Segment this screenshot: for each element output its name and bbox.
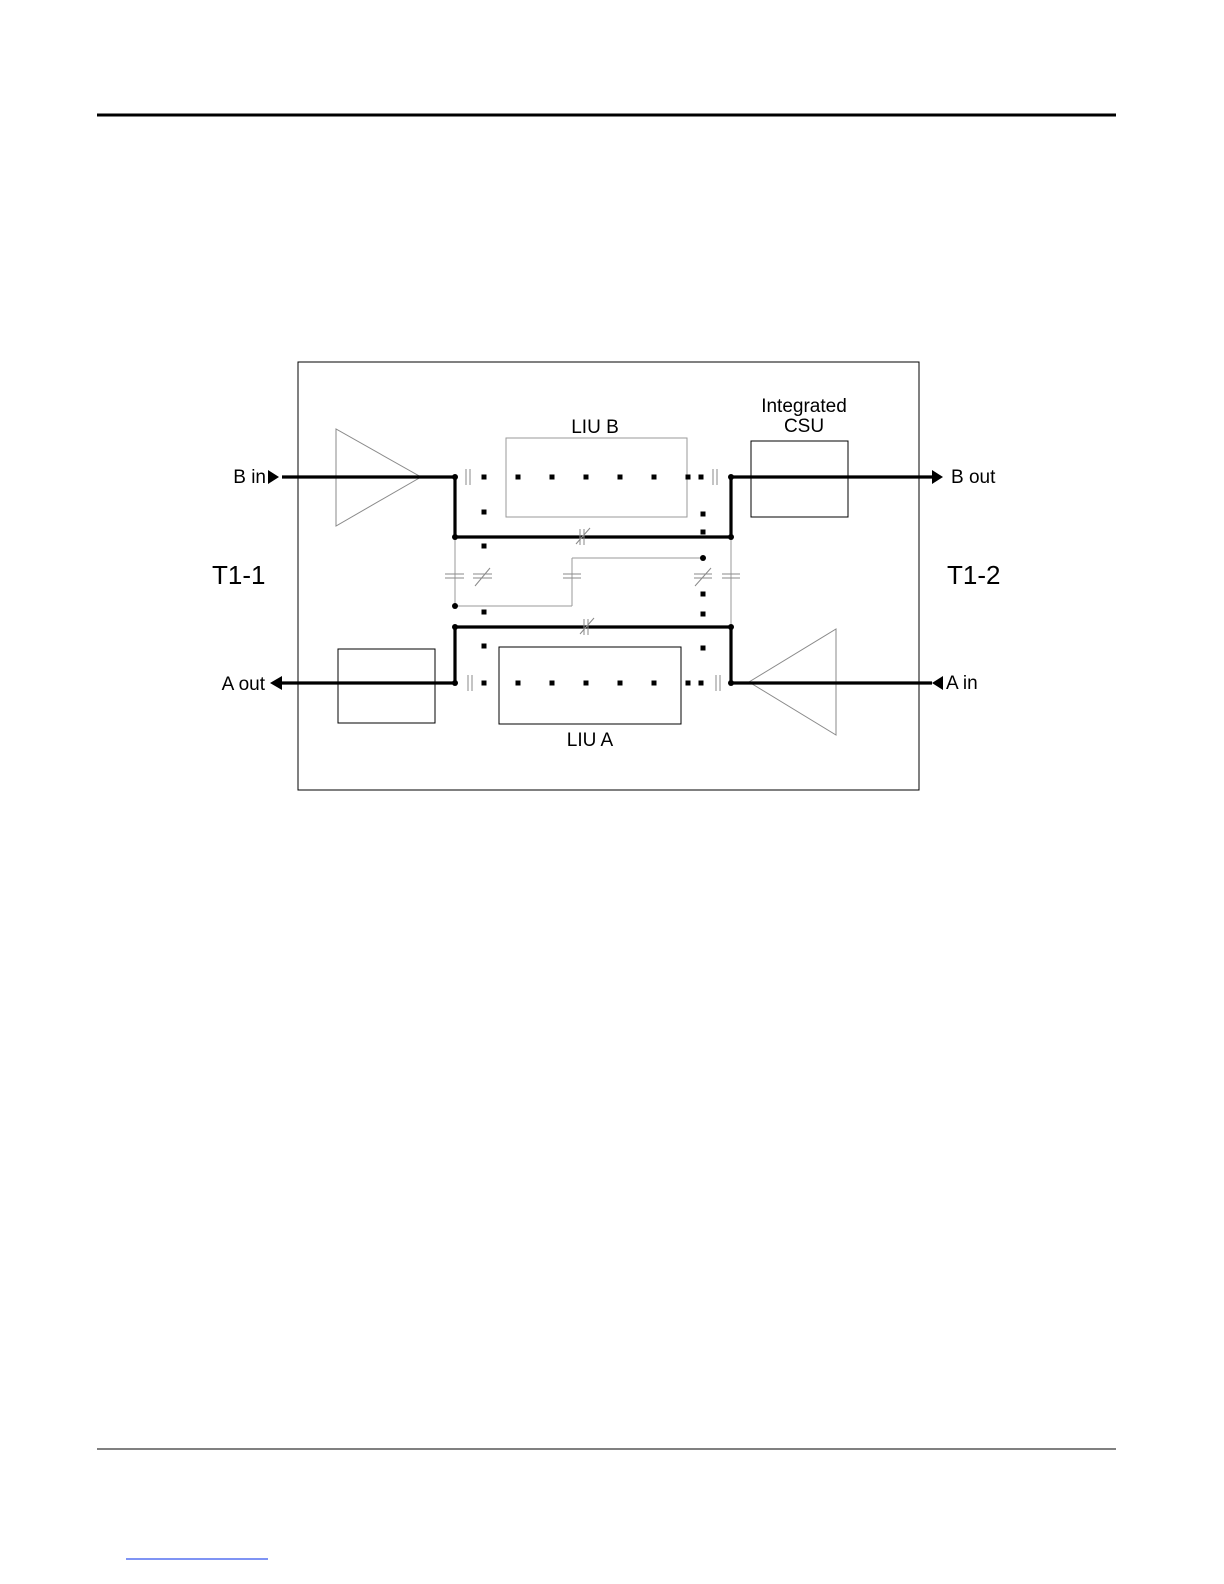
thick-signal-paths xyxy=(282,477,932,683)
csu-label-line1: Integrated xyxy=(761,396,847,417)
connector-dot xyxy=(701,646,706,651)
connector-dot xyxy=(482,544,487,549)
connector-dot xyxy=(482,510,487,515)
t1-1-label: T1-1 xyxy=(212,560,265,590)
connector-dots xyxy=(482,475,706,686)
port-arrows xyxy=(268,470,943,690)
junction-dots xyxy=(452,474,734,686)
integrated-csu-box xyxy=(751,441,848,517)
a-in-arrowhead xyxy=(932,676,943,690)
capacitor-a-right xyxy=(716,675,720,691)
capacitor-vert-left2 xyxy=(473,568,492,586)
connector-dot xyxy=(701,512,706,517)
connector-dot xyxy=(618,475,623,480)
connector-dot xyxy=(584,681,589,686)
liu-b-box xyxy=(506,438,687,517)
capacitor-vert-right xyxy=(694,568,712,586)
connector-dot xyxy=(482,475,487,480)
a-out-label: A out xyxy=(222,674,266,695)
connector-dot xyxy=(550,681,555,686)
b-in-arrowhead xyxy=(268,470,279,484)
connector-dot xyxy=(699,681,704,686)
capacitor-b-left xyxy=(466,469,470,485)
connector-dot xyxy=(701,592,706,597)
liu-b-label: LIU B xyxy=(571,417,619,438)
connector-dot xyxy=(482,681,487,686)
a-out-box xyxy=(338,649,435,723)
connector-dot xyxy=(701,612,706,617)
connector-dot xyxy=(516,475,521,480)
a-out-arrowhead xyxy=(270,676,282,690)
connector-dot xyxy=(516,681,521,686)
connector-dot xyxy=(686,681,691,686)
connector-dot xyxy=(482,610,487,615)
b-out-arrowhead xyxy=(932,470,943,484)
capacitor-b-right xyxy=(713,469,717,485)
connector-dot xyxy=(482,644,487,649)
connector-dot xyxy=(699,475,704,480)
connector-dot xyxy=(550,475,555,480)
connector-dot xyxy=(618,681,623,686)
csu-label-line2: CSU xyxy=(784,416,824,437)
connector-dot xyxy=(652,475,657,480)
capacitor-a-left xyxy=(468,675,472,691)
connector-dot xyxy=(686,475,691,480)
liu-a-label: LIU A xyxy=(567,730,614,751)
capacitor-symbols xyxy=(445,469,740,691)
a-in-label: A in xyxy=(946,673,978,694)
connector-dot xyxy=(652,681,657,686)
connector-dot xyxy=(584,475,589,480)
b-out-label: B out xyxy=(951,467,996,488)
thin-connections xyxy=(455,537,731,627)
b-in-label: B in xyxy=(233,467,266,488)
connector-dot xyxy=(701,530,706,535)
t1-2-label: T1-2 xyxy=(947,560,1000,590)
